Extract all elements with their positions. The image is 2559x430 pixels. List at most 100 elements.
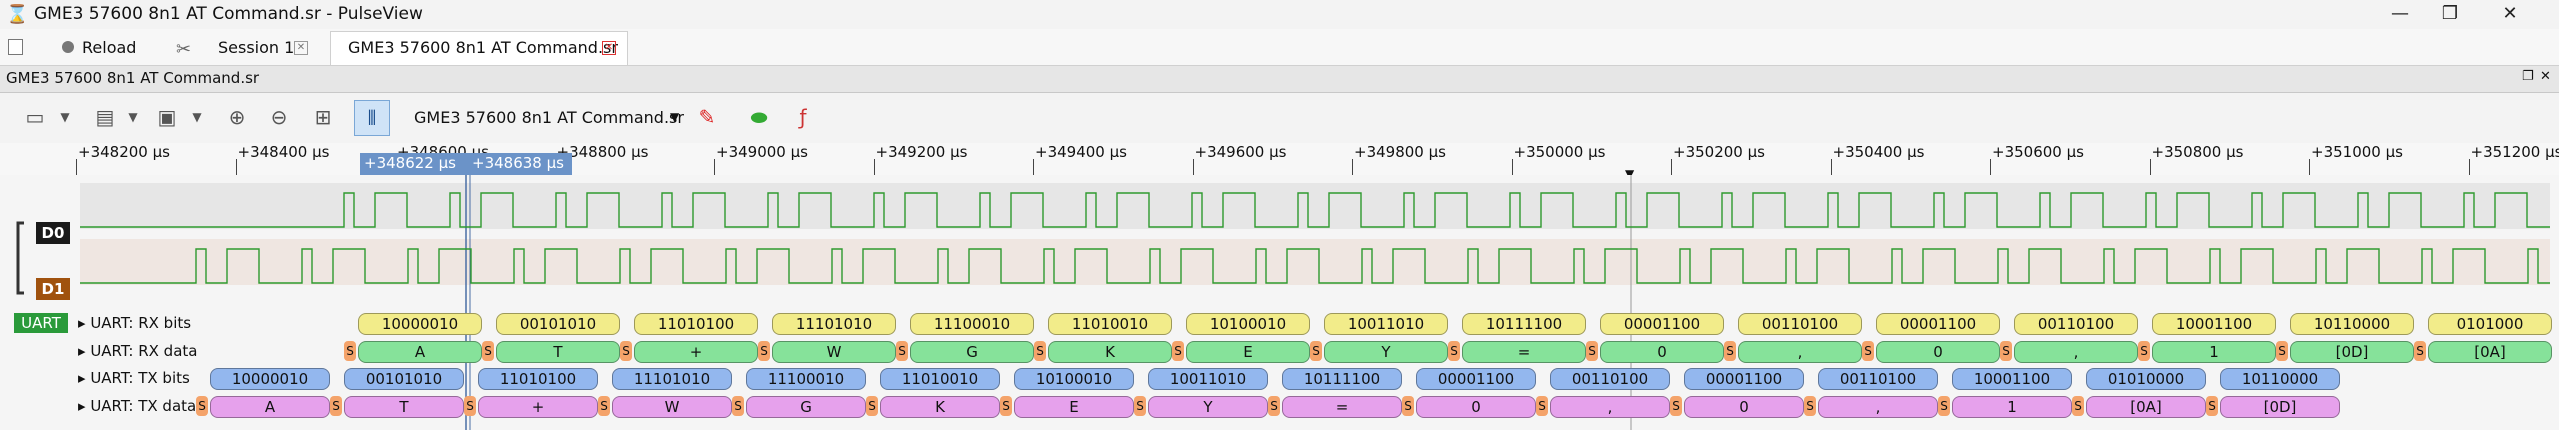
rxdata-item[interactable]: [0D]: [2290, 341, 2414, 363]
txbits-item[interactable]: 10011010: [1148, 368, 1268, 390]
txbits-item[interactable]: 00001100: [1416, 368, 1536, 390]
txbits-item[interactable]: 00110100: [1550, 368, 1670, 390]
start-bit-marker[interactable]: S: [2276, 341, 2288, 361]
start-bit-marker[interactable]: S: [464, 396, 476, 416]
start-bit-marker[interactable]: S: [1862, 341, 1874, 361]
start-bit-marker[interactable]: S: [1172, 341, 1184, 361]
start-bit-marker[interactable]: S: [1938, 396, 1950, 416]
txdata-item[interactable]: ,: [1818, 396, 1938, 418]
txdata-item[interactable]: E: [1014, 396, 1134, 418]
rxdata-item[interactable]: =: [1462, 341, 1586, 363]
rxbits-item[interactable]: 11010010: [1048, 313, 1172, 335]
chevron-down-icon[interactable]: ▼: [670, 110, 680, 124]
probe-icon[interactable]: ✎: [698, 105, 716, 129]
row-label-rx-data[interactable]: ▸ UART: RX data: [78, 342, 197, 360]
txdata-item[interactable]: [0D]: [2220, 396, 2340, 418]
start-bit-marker[interactable]: S: [1034, 341, 1046, 361]
rxbits-item[interactable]: 00101010: [496, 313, 620, 335]
start-bit-marker[interactable]: S: [866, 396, 878, 416]
new-view-icon[interactable]: ▭: [25, 105, 45, 129]
txbits-item[interactable]: 10000010: [210, 368, 330, 390]
start-bit-marker[interactable]: S: [1134, 396, 1146, 416]
rxbits-item[interactable]: 00001100: [1600, 313, 1724, 335]
txbits-item[interactable]: 10100010: [1014, 368, 1134, 390]
start-bit-marker[interactable]: S: [1000, 396, 1012, 416]
file-select[interactable]: GME3 57600 8n1 AT Command.sr: [414, 108, 684, 127]
txdata-item[interactable]: Y: [1148, 396, 1268, 418]
txdata-item[interactable]: 0: [1416, 396, 1536, 418]
open-icon[interactable]: ▤: [95, 105, 115, 129]
txbits-item[interactable]: 10001100: [1952, 368, 2072, 390]
start-bit-marker[interactable]: S: [330, 396, 342, 416]
row-label-tx-data[interactable]: ▸ UART: TX data: [78, 397, 196, 415]
txdata-item[interactable]: ,: [1550, 396, 1670, 418]
cursor-a-label[interactable]: +348622 µs: [364, 154, 456, 172]
chevron-down-icon[interactable]: ▼: [128, 110, 138, 124]
chevron-down-icon[interactable]: ▼: [60, 110, 70, 124]
start-bit-marker[interactable]: S: [1448, 341, 1460, 361]
start-bit-marker[interactable]: S: [1724, 341, 1736, 361]
row-label-rx-bits[interactable]: ▸ UART: RX bits: [78, 314, 191, 332]
close-tab-icon[interactable]: ✕: [294, 41, 308, 55]
uart-group-label[interactable]: UART: [14, 313, 68, 333]
close-doc-icon[interactable]: ✕: [2540, 69, 2551, 84]
rxbits-item[interactable]: 10110000: [2290, 313, 2414, 335]
rxdata-item[interactable]: K: [1048, 341, 1172, 363]
tab-file[interactable]: GME3 57600 8n1 AT Command.sr: [348, 38, 618, 57]
rxbits-item[interactable]: 10011010: [1324, 313, 1448, 335]
rxdata-item[interactable]: T: [496, 341, 620, 363]
start-bit-marker[interactable]: S: [1402, 396, 1414, 416]
start-bit-marker[interactable]: S: [1804, 396, 1816, 416]
rxbits-item[interactable]: 10100010: [1186, 313, 1310, 335]
zoom-in-icon[interactable]: ⊕: [228, 105, 246, 129]
start-bit-marker[interactable]: S: [598, 396, 610, 416]
rxdata-item[interactable]: ,: [2014, 341, 2138, 363]
rxdata-item[interactable]: G: [910, 341, 1034, 363]
trace-area[interactable]: D0 D1 UART ▸ UART: RX bits ▸ UART: RX da…: [0, 175, 2559, 430]
txdata-item[interactable]: +: [478, 396, 598, 418]
txdata-item[interactable]: [0A]: [2086, 396, 2206, 418]
txbits-item[interactable]: 01010000: [2086, 368, 2206, 390]
rxbits-item[interactable]: 10111100: [1462, 313, 1586, 335]
start-bit-marker[interactable]: S: [1536, 396, 1548, 416]
reload-icon[interactable]: [62, 41, 74, 53]
txbits-item[interactable]: 00101010: [344, 368, 464, 390]
time-ruler[interactable]: +348200 µs+348400 µs+348600 µs+348800 µs…: [0, 143, 2559, 181]
chevron-down-icon[interactable]: ▼: [192, 110, 202, 124]
rxbits-item[interactable]: 00110100: [2014, 313, 2138, 335]
close-icon[interactable]: ✕: [2502, 3, 2518, 24]
start-bit-marker[interactable]: S: [1310, 341, 1322, 361]
rxdata-item[interactable]: +: [634, 341, 758, 363]
reload-button[interactable]: Reload: [82, 38, 137, 57]
start-bit-marker[interactable]: S: [732, 396, 744, 416]
txbits-item[interactable]: 10111100: [1282, 368, 1402, 390]
txdata-item[interactable]: =: [1282, 396, 1402, 418]
tab-active[interactable]: [330, 31, 628, 65]
txbits-item[interactable]: 00110100: [1818, 368, 1938, 390]
channel-d1-label[interactable]: D1: [36, 278, 70, 300]
txdata-item[interactable]: T: [344, 396, 464, 418]
txbits-item[interactable]: 11100010: [746, 368, 866, 390]
start-bit-marker[interactable]: S: [2138, 341, 2150, 361]
float-icon[interactable]: ❐: [2522, 69, 2534, 84]
zoom-fit-icon[interactable]: ⊞: [314, 105, 332, 129]
start-bit-marker[interactable]: S: [2072, 396, 2084, 416]
rxbits-item[interactable]: 10000010: [358, 313, 482, 335]
tab-session[interactable]: Session 1: [218, 38, 295, 57]
txbits-item[interactable]: 00001100: [1684, 368, 1804, 390]
txbits-item[interactable]: 11010100: [478, 368, 598, 390]
rxbits-item[interactable]: 00001100: [1876, 313, 2000, 335]
start-bit-marker[interactable]: S: [758, 341, 770, 361]
rxdata-item[interactable]: 0: [1876, 341, 2000, 363]
start-bit-marker[interactable]: S: [1586, 341, 1598, 361]
math-icon[interactable]: ƒ: [799, 105, 807, 129]
rxdata-item[interactable]: ,: [1738, 341, 1862, 363]
close-tab-icon[interactable]: ✕: [602, 41, 616, 55]
txdata-item[interactable]: K: [880, 396, 1000, 418]
txbits-item[interactable]: 10110000: [2220, 368, 2340, 390]
txdata-item[interactable]: W: [612, 396, 732, 418]
rxbits-item[interactable]: 11101010: [772, 313, 896, 335]
rxdata-item[interactable]: A: [358, 341, 482, 363]
start-bit-marker[interactable]: S: [482, 341, 494, 361]
cursor-range[interactable]: [360, 153, 572, 175]
